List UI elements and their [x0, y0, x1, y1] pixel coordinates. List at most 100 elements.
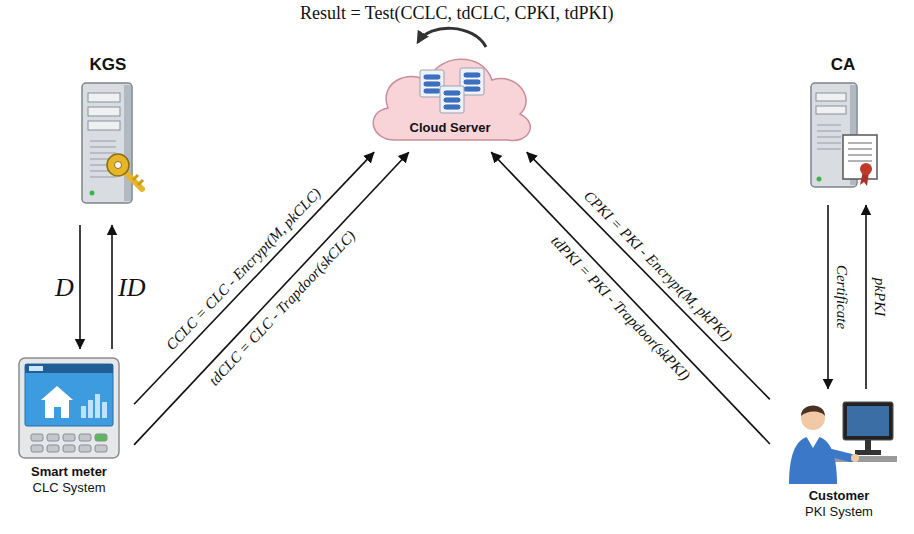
key-server-icon	[68, 79, 148, 207]
certificate-authority: CA	[798, 50, 888, 202]
screen-bar-chart	[81, 406, 86, 418]
cloud-name: Cloud Server	[410, 120, 491, 136]
flow-arrow	[865, 205, 867, 389]
customer: CustomerPKI System	[772, 392, 906, 530]
flow-arrow	[527, 152, 770, 399]
flow-arrow	[134, 152, 374, 404]
vent-line	[90, 141, 116, 142]
edge-label: CPKI = PKI - Encrypt(M, pkPKI)	[580, 187, 736, 345]
system-name: CLC System	[33, 480, 106, 496]
flow-arrow	[827, 205, 829, 389]
key-server: KGS	[58, 50, 158, 222]
cloud-shape	[373, 59, 530, 140]
vent-line	[90, 147, 116, 148]
database-disc	[423, 74, 441, 80]
meter-button	[31, 445, 43, 452]
database-disc	[463, 79, 481, 85]
certificate-line	[848, 149, 872, 151]
edge-label: D	[55, 272, 74, 303]
meter-button	[63, 434, 75, 441]
meter-button	[95, 445, 107, 452]
status-led	[817, 177, 822, 182]
screen-bar-chart	[102, 402, 107, 418]
database-disc	[463, 72, 481, 78]
person-body	[789, 436, 837, 484]
key-hole	[115, 162, 122, 169]
formula-label: Result = Test(CCLC, tdCLC, CPKI, tdPKI)	[300, 3, 614, 25]
certificate-seal	[860, 163, 872, 175]
database-disc	[423, 81, 441, 87]
server-name: KGS	[90, 54, 127, 75]
drive-bay	[816, 93, 846, 101]
meter-button	[79, 434, 91, 441]
flow-arrow	[111, 225, 113, 349]
person-hair	[801, 406, 825, 417]
vent-line	[817, 125, 841, 126]
database-disc	[443, 104, 461, 110]
loop-arrow	[418, 28, 486, 47]
certificate-authority-icon	[805, 79, 881, 191]
edge-label: pkPKI	[871, 278, 889, 316]
meter-screen	[25, 364, 113, 426]
drive-bay	[88, 121, 120, 130]
flow-arrow	[79, 225, 81, 349]
key-tooth	[133, 175, 138, 180]
certificate-sheet	[843, 135, 877, 179]
monitor-screen	[847, 406, 889, 436]
house-wall	[45, 400, 69, 418]
drive-bay	[88, 93, 120, 102]
system-name: PKI System	[805, 504, 873, 520]
vent-line	[817, 143, 841, 144]
database-disc	[463, 86, 481, 92]
meter-button	[63, 445, 75, 452]
meter-body	[19, 358, 119, 458]
vent-line	[90, 177, 116, 178]
server-side	[124, 85, 131, 201]
smart-meter: Smart meterCLC System	[6, 352, 132, 530]
certificate-line	[848, 155, 872, 157]
house-roof	[41, 386, 73, 400]
monitor-frame	[843, 402, 893, 440]
screen-bar	[25, 364, 113, 373]
vent-line	[90, 153, 116, 154]
screen-bar-chart	[88, 400, 93, 418]
certificate-line	[848, 161, 872, 163]
vent-line	[817, 131, 841, 132]
cloud-server: Cloud Server	[360, 40, 540, 150]
edge-label: Certificate	[833, 265, 851, 329]
status-led	[90, 191, 95, 196]
shirt-collar	[806, 436, 820, 448]
key-tooth	[138, 180, 143, 185]
key-shaft	[125, 172, 142, 189]
database-disc	[423, 88, 441, 94]
edge-label: ID	[118, 272, 145, 303]
user-name: Customer	[809, 488, 870, 504]
screen-clock	[29, 366, 43, 371]
meter-button	[79, 445, 91, 452]
monitor-base	[855, 450, 881, 455]
meter-button	[47, 434, 59, 441]
drive-bay	[88, 107, 120, 116]
database-disc	[443, 97, 461, 103]
meter-button	[31, 434, 43, 441]
server-name: CA	[831, 54, 856, 75]
screen-bar-chart	[95, 394, 100, 418]
house-door	[54, 407, 61, 418]
person-head	[801, 406, 825, 430]
person-arm	[827, 452, 851, 458]
server-tower	[82, 83, 132, 203]
customer-icon	[781, 396, 897, 484]
vent-line	[817, 137, 841, 138]
connector-group	[80, 152, 866, 445]
meter-button	[95, 434, 107, 441]
edge-label: tdPKI = PKI - Trapdoor(skPKI)	[547, 232, 694, 384]
flow-arrow	[491, 152, 770, 444]
database-disc	[443, 90, 461, 96]
vent-line	[817, 149, 841, 150]
edge-label: tdCLC = CLC - Trapdoor(skCLC)	[205, 227, 359, 390]
server-rack	[440, 86, 464, 113]
flow-arrow	[134, 152, 409, 445]
person-hand	[851, 454, 859, 462]
drive-bay	[816, 106, 846, 114]
